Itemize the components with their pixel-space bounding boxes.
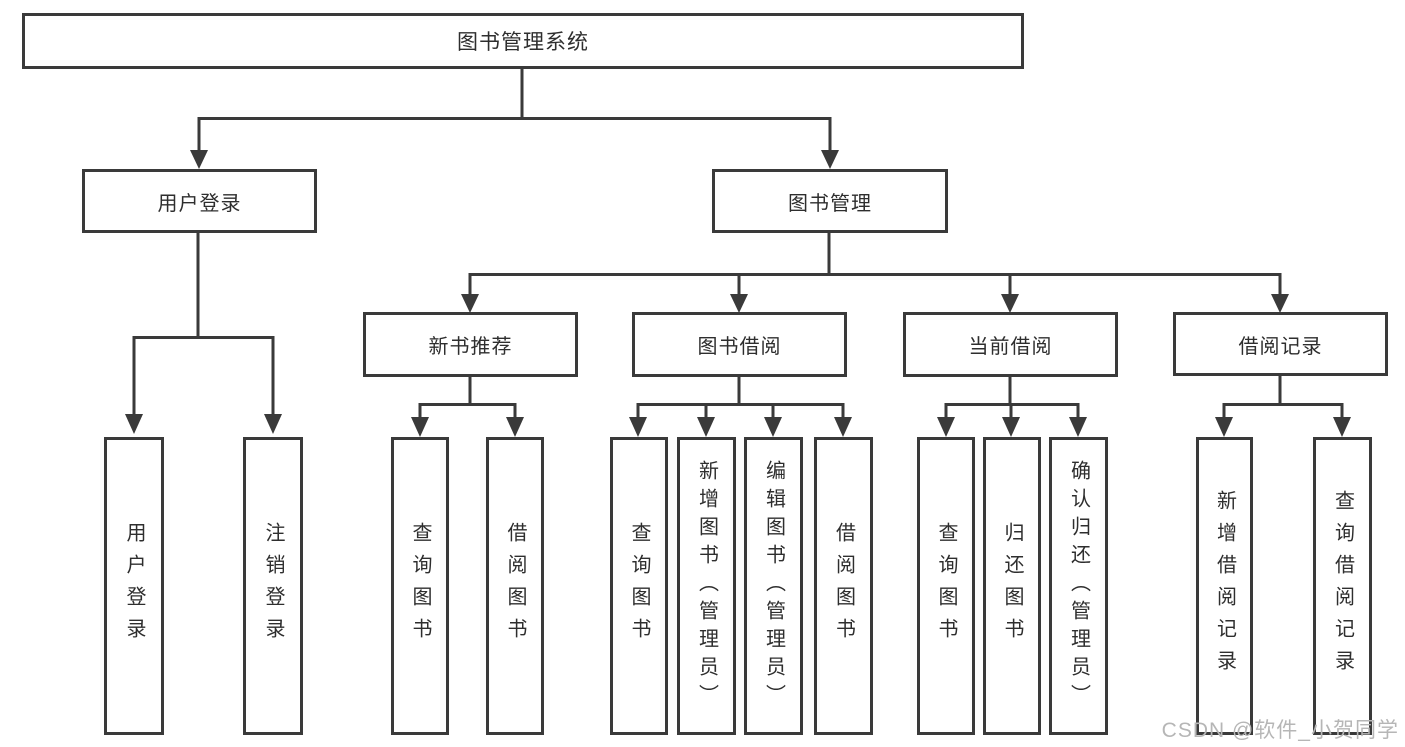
node-book-management-label: 图书管理 (788, 192, 872, 215)
leaf-br-add-record: 新增借阅记录 (1196, 437, 1253, 735)
leaf-cb-confirm-return-admin: 确认归还（管理员） (1049, 437, 1108, 735)
node-book-management: 图书管理 (712, 169, 948, 233)
leaf-logout-label: 注销登录 (262, 522, 284, 650)
leaf-nbr-query-books-label: 查询图书 (409, 522, 431, 650)
leaf-br-add-record-label: 新增借阅记录 (1213, 490, 1236, 682)
leaf-bb-query-books-label: 查询图书 (628, 522, 650, 650)
node-root-system: 图书管理系统 (22, 13, 1024, 69)
leaf-nbr-borrow-books: 借阅图书 (486, 437, 544, 735)
node-borrowing-records: 借阅记录 (1173, 312, 1388, 376)
node-new-book-recommend: 新书推荐 (363, 312, 578, 377)
leaf-user-login: 用户登录 (104, 437, 164, 735)
leaf-bb-edit-books-admin: 编辑图书（管理员） (744, 437, 803, 735)
leaf-cb-query-books: 查询图书 (917, 437, 975, 735)
node-current-borrowing-label: 当前借阅 (968, 336, 1053, 358)
node-user-login: 用户登录 (82, 169, 317, 233)
node-new-book-recommend-label: 新书推荐 (428, 336, 513, 358)
leaf-bb-add-books-admin-label: 新增图书（管理员） (695, 460, 718, 712)
leaf-cb-query-books-label: 查询图书 (935, 522, 957, 650)
leaf-bb-borrow-books: 借阅图书 (814, 437, 873, 735)
leaf-cb-return-books: 归还图书 (983, 437, 1041, 735)
leaf-nbr-query-books: 查询图书 (391, 437, 449, 735)
leaf-bb-query-books: 查询图书 (610, 437, 668, 735)
leaf-br-query-record: 查询借阅记录 (1313, 437, 1372, 735)
leaf-nbr-borrow-books-label: 借阅图书 (504, 522, 526, 650)
leaf-bb-add-books-admin: 新增图书（管理员） (677, 437, 736, 735)
leaf-bb-edit-books-admin-label: 编辑图书（管理员） (762, 460, 785, 712)
leaf-cb-return-books-label: 归还图书 (1001, 522, 1023, 650)
leaf-cb-confirm-return-admin-label: 确认归还（管理员） (1067, 460, 1090, 712)
node-root-label: 图书管理系统 (457, 31, 589, 54)
node-book-borrowing-label: 图书借阅 (697, 336, 782, 358)
node-book-borrowing: 图书借阅 (632, 312, 847, 377)
node-current-borrowing: 当前借阅 (903, 312, 1118, 377)
leaf-logout: 注销登录 (243, 437, 303, 735)
leaf-bb-borrow-books-label: 借阅图书 (832, 522, 855, 650)
csdn-watermark: CSDN @软件_小贺同学 (1161, 719, 1399, 742)
leaf-user-login-label: 用户登录 (123, 522, 145, 650)
node-borrowing-records-label: 借阅记录 (1238, 335, 1323, 358)
node-user-login-label: 用户登录 (157, 192, 242, 215)
leaf-br-query-record-label: 查询借阅记录 (1331, 490, 1354, 682)
